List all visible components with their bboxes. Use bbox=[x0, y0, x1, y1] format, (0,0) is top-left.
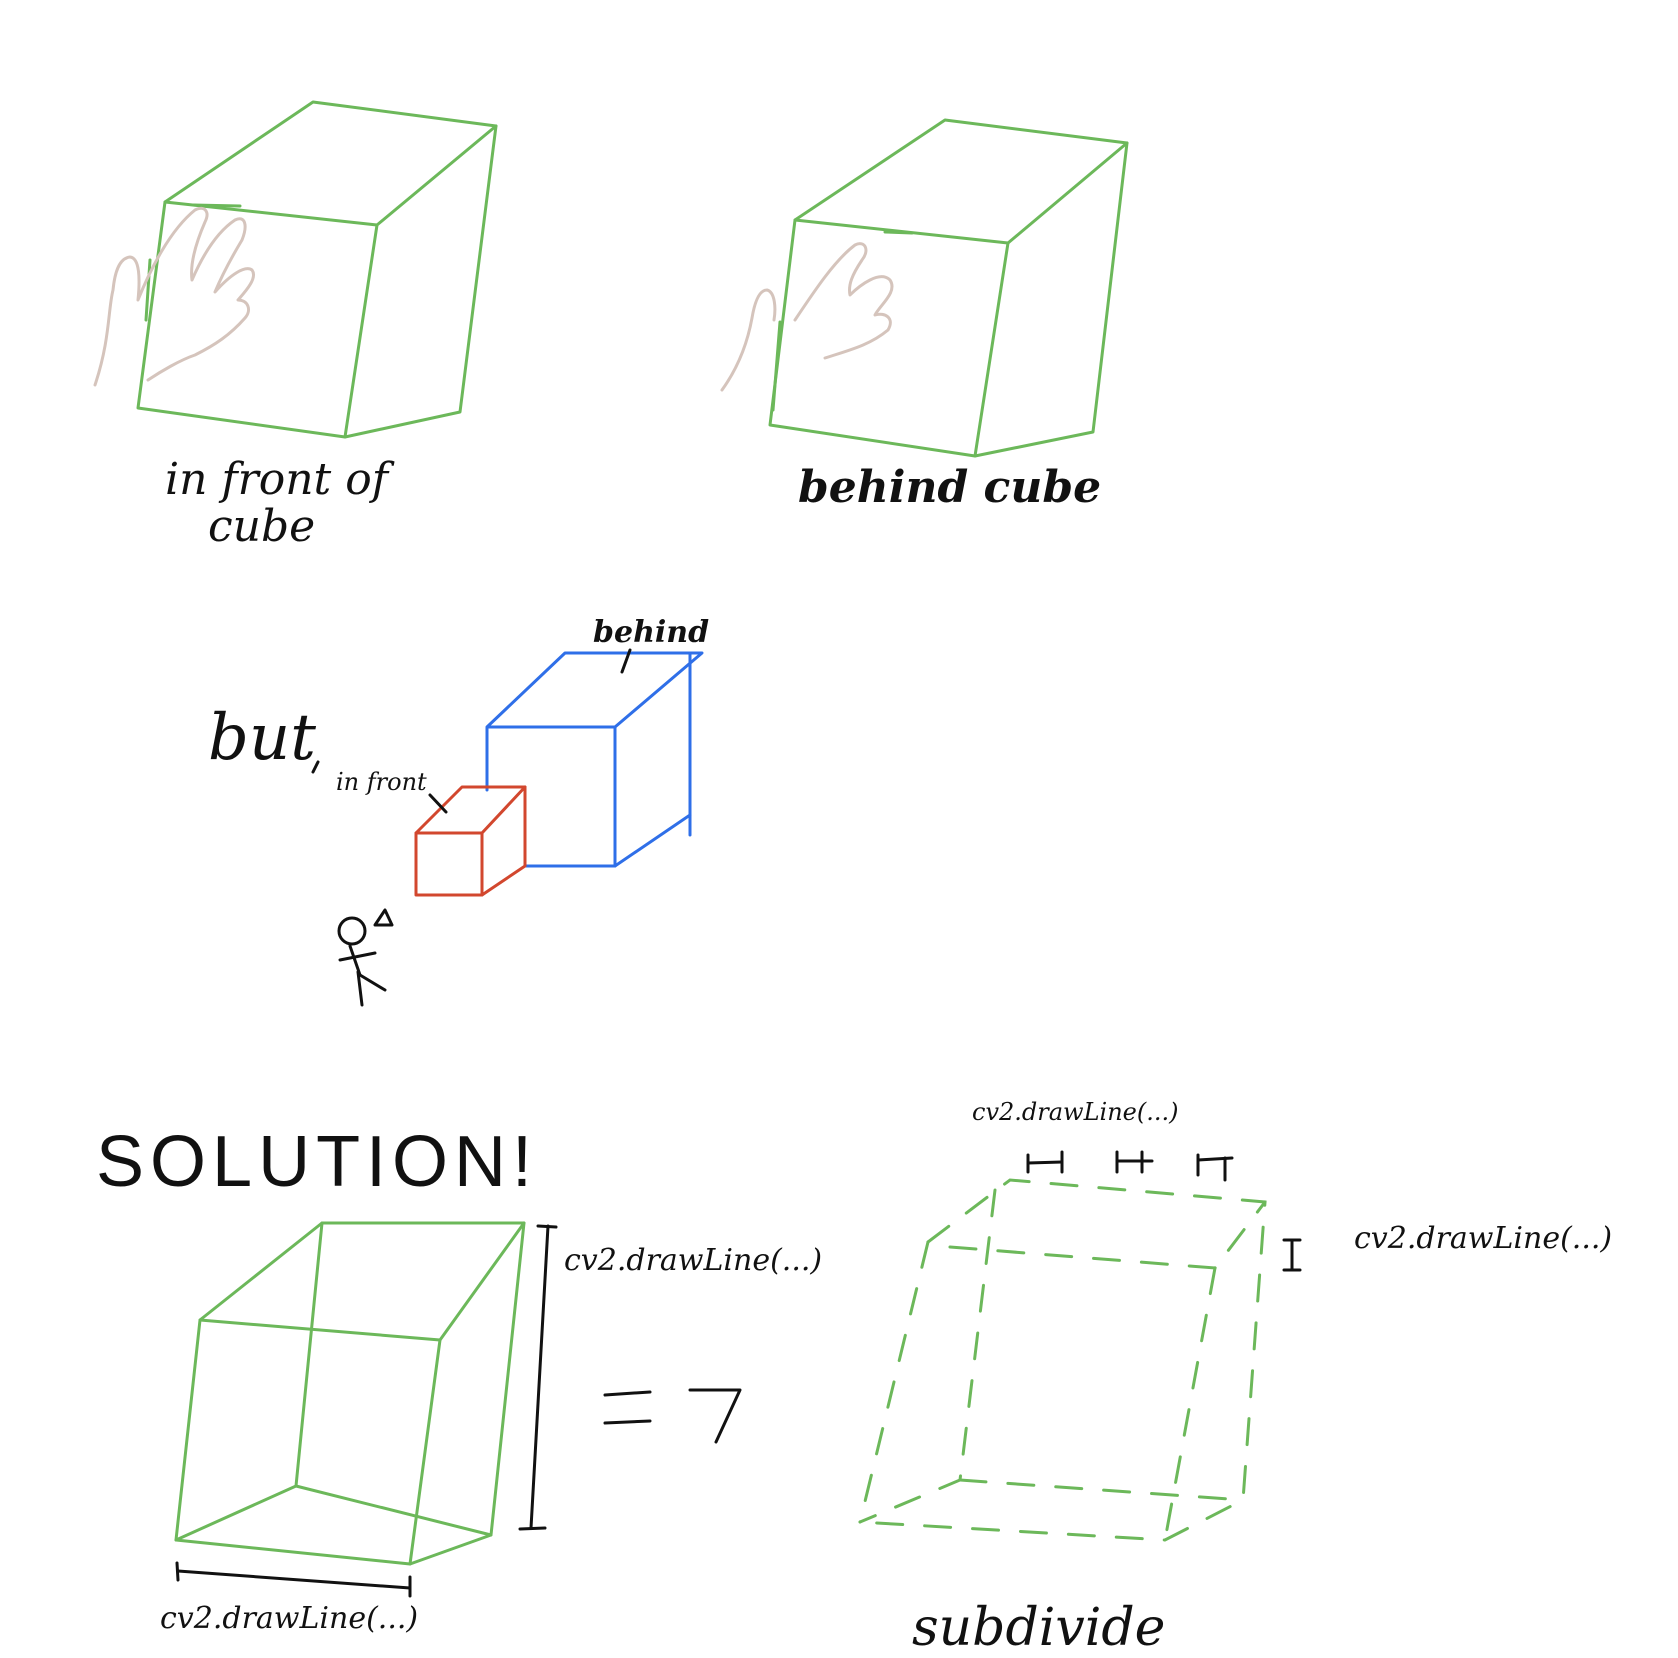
stick-figure bbox=[337, 908, 394, 1007]
hand-outline bbox=[93, 206, 255, 387]
dashed-left-edge bbox=[858, 1240, 930, 1524]
horizontal-dimension-line bbox=[176, 1569, 412, 1590]
in-front-of-cube-label-line2: cube bbox=[208, 501, 316, 552]
subdivide-label: subdivide bbox=[912, 1598, 1166, 1658]
implies-chevron bbox=[688, 1388, 742, 1444]
red-cube-top-edge bbox=[414, 785, 527, 835]
cube-outline bbox=[136, 100, 498, 439]
drawline-right-label: cv2.drawLine(...) bbox=[564, 1243, 823, 1278]
dimension-markers bbox=[175, 1224, 558, 1598]
subdivided-cube bbox=[858, 1178, 1267, 1542]
vertical-dimension-cap-bottom bbox=[518, 1526, 547, 1531]
behind-label: behind bbox=[593, 615, 710, 650]
wire-cube-front-right bbox=[408, 1338, 442, 1566]
wire-cube-back-left bbox=[174, 1221, 324, 1542]
in-front-label: in front bbox=[336, 768, 427, 796]
behind-pointer bbox=[620, 648, 632, 674]
dashed-top-front bbox=[948, 1200, 1267, 1270]
figure-head bbox=[337, 916, 367, 946]
dashed-back-left bbox=[858, 1188, 997, 1524]
small-red-cube bbox=[414, 785, 527, 897]
figure-arms bbox=[338, 951, 377, 962]
dashed-front-right bbox=[1163, 1266, 1217, 1542]
but-comma bbox=[311, 760, 320, 774]
solution-label: SOLUTION! bbox=[96, 1122, 539, 1202]
segment-line-1 bbox=[1026, 1160, 1064, 1165]
vertical-dimension-cap-top bbox=[536, 1224, 558, 1229]
segment-markers bbox=[1026, 1150, 1302, 1272]
wire-cube-outline bbox=[174, 1221, 526, 1566]
hand-behind bbox=[720, 242, 894, 392]
cube-highlight bbox=[191, 203, 242, 208]
cube-highlight-left-2 bbox=[771, 320, 782, 412]
hand-front bbox=[93, 206, 255, 387]
in-front-of-cube-label-line1: in front of bbox=[165, 454, 388, 505]
figure-leg-1 bbox=[356, 970, 364, 1007]
red-cube-outline bbox=[414, 785, 527, 897]
behind-cube-label: behind cube bbox=[798, 462, 1102, 513]
figure-leg-2 bbox=[358, 973, 387, 992]
cube-top-edge bbox=[163, 124, 498, 227]
cube-front-edge-2 bbox=[973, 241, 1010, 458]
wire-cube-back-bottom bbox=[294, 1484, 493, 1537]
figure-body bbox=[348, 944, 362, 977]
hand-thumb bbox=[720, 288, 777, 392]
cube-top-edge-2 bbox=[793, 141, 1129, 245]
drawline-far-right-label: cv2.drawLine(...) bbox=[1354, 1221, 1613, 1256]
dashed-back-bottom bbox=[958, 1478, 1245, 1502]
hand-fingers bbox=[793, 242, 894, 360]
cube-highlight-left bbox=[144, 258, 152, 322]
cube-behind-example bbox=[768, 118, 1129, 458]
solution-wireframe-cube bbox=[174, 1221, 526, 1566]
eye-icon bbox=[373, 908, 394, 927]
cube-outline-2 bbox=[768, 118, 1129, 458]
but-label: but bbox=[208, 701, 316, 775]
cube-front-example bbox=[136, 100, 498, 439]
cube-front-edge bbox=[343, 223, 379, 439]
implies-bar-top bbox=[603, 1390, 652, 1397]
implies-arrow bbox=[603, 1388, 742, 1444]
vertical-dimension-line bbox=[529, 1224, 550, 1530]
segment-line-3 bbox=[1196, 1156, 1234, 1162]
drawline-bottom-label: cv2.drawLine(...) bbox=[160, 1601, 419, 1636]
drawline-top-small-label: cv2.drawLine(...) bbox=[972, 1098, 1179, 1126]
blue-cube-bottom bbox=[523, 813, 692, 868]
cube-highlight-2 bbox=[883, 230, 914, 235]
big-blue-cube bbox=[485, 651, 704, 868]
in-front-pointer bbox=[428, 793, 448, 814]
implies-bar-bottom bbox=[603, 1419, 652, 1425]
blue-cube-top bbox=[485, 651, 704, 792]
horizontal-dimension-cap-left bbox=[175, 1561, 180, 1582]
